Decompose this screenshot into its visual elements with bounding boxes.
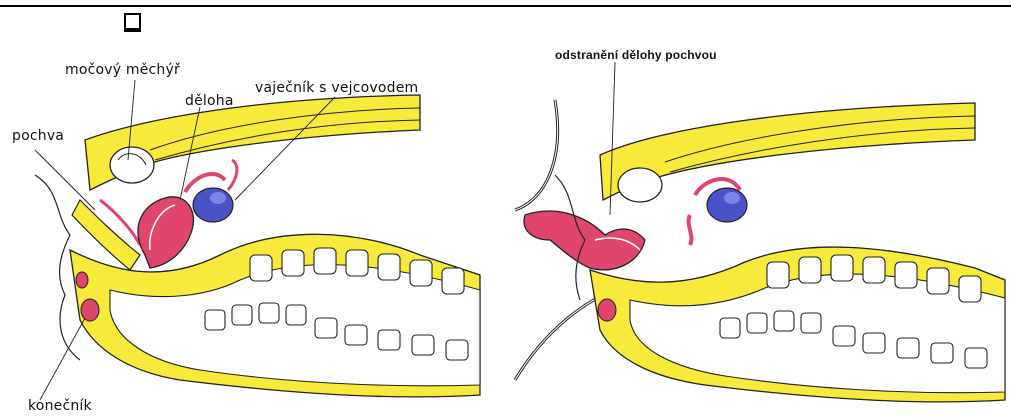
label-vagina: pochva [12, 128, 64, 144]
bladder-shape [110, 147, 154, 183]
pelvis-illustration-right [505, 0, 1011, 417]
rectum-shape [81, 299, 99, 321]
ovary-shape-right [707, 188, 747, 222]
label-procedure: odstranění dělohy pochvou [555, 48, 717, 62]
label-uterus: děloha [185, 93, 234, 109]
rectum-shape-right [598, 299, 616, 321]
uterus-shape [138, 197, 194, 268]
surgical-instrument-upper [515, 100, 558, 210]
label-ovary: vaječník s vejcovodem [255, 80, 418, 96]
label-rectum: konečník [28, 398, 92, 414]
label-bladder: močový měchýř [65, 62, 180, 78]
ovary-shape [193, 188, 233, 222]
bladder-shape-right [618, 168, 662, 202]
